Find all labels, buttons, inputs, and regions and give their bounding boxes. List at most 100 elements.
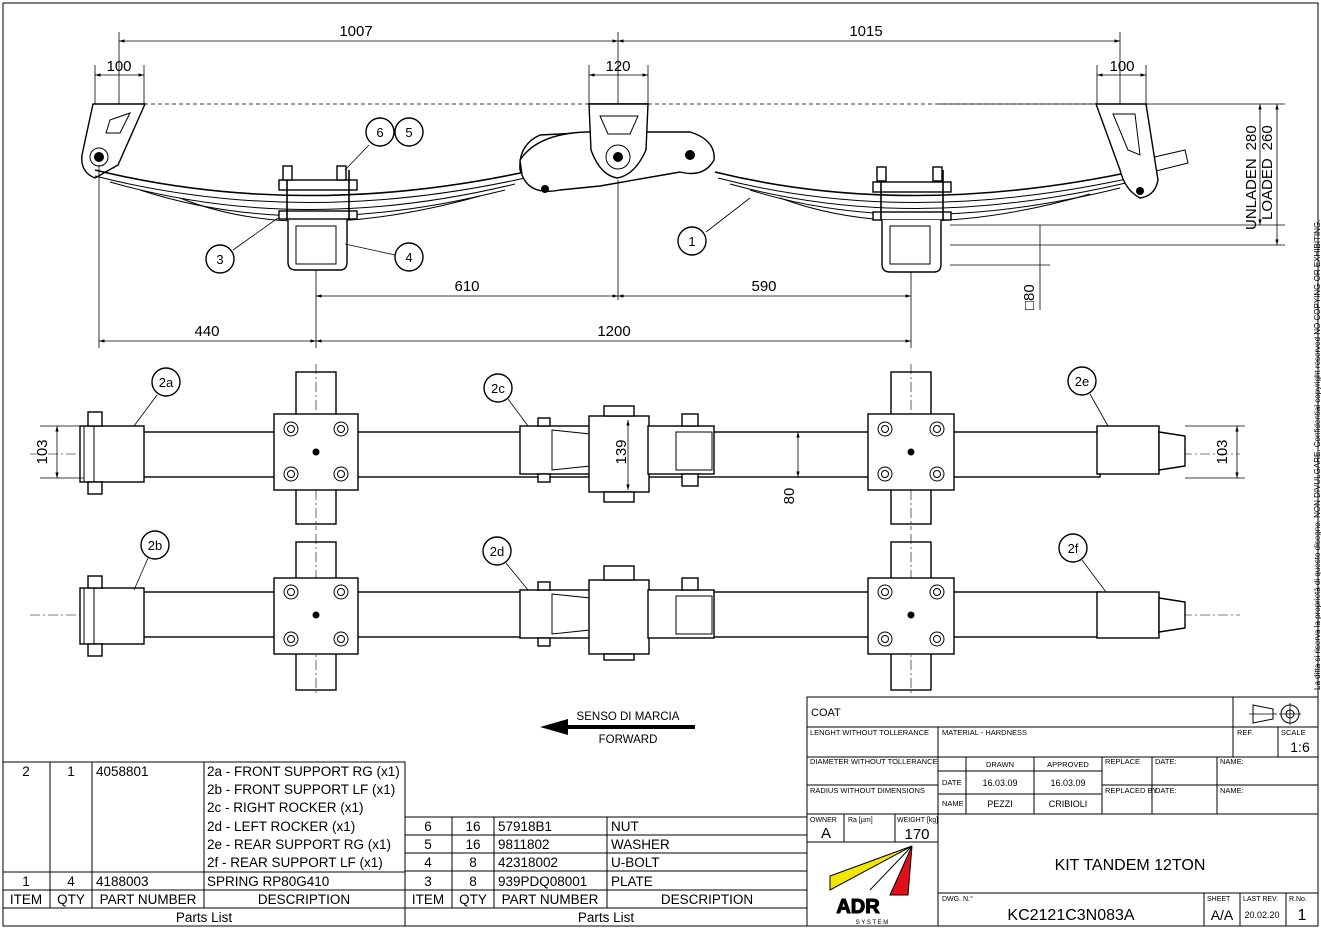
plan-view-left: 2b 2d 2f [30,530,1240,696]
part-2d: 2d - LEFT ROCKER (x1) [207,819,355,834]
balloon-2e: 2e [1067,366,1109,427]
svg-text:DESCRIPTION: DESCRIPTION [258,892,350,907]
svg-text:LAST REV.: LAST REV. [1243,896,1278,903]
svg-text:ITEM: ITEM [412,892,444,907]
svg-text:3: 3 [424,874,432,889]
svg-text:4058801: 4058801 [96,764,149,779]
projection-symbol [1249,703,1301,725]
approved-name: CRIBIOLI [1049,799,1088,809]
svg-text:S Y S T E M: S Y S T E M [856,920,889,926]
balloon-2c: 2c [483,373,529,427]
svg-text:NUT: NUT [611,819,639,834]
approved-date: 16.03.09 [1050,778,1085,788]
svg-text:REPLACED BY: REPLACED BY [1105,786,1158,795]
drawing-title: KIT TANDEM 12TON [1055,857,1206,874]
svg-text:DESCRIPTION: DESCRIPTION [661,892,753,907]
svg-text:DATE:: DATE: [1155,786,1177,795]
title-block: COAT LENGHT WITHOUT TOLLERANCE MATERIAL … [806,696,1319,927]
part-2c: 2c - RIGHT ROCKER (x1) [207,800,364,815]
svg-text:NAME:: NAME: [1220,786,1244,795]
svg-text:QTY: QTY [459,892,487,907]
rear-spring [714,169,1141,197]
part-2b: 2b - FRONT SUPPORT LF (x1) [207,782,395,797]
drawn-date: 16.03.09 [982,778,1017,788]
front-axle-section [287,220,348,271]
svg-text:DATE: DATE [942,778,961,787]
dim-103-front: 103 [34,439,51,464]
sheet-value: A/A [1211,907,1234,923]
svg-text:SHEET: SHEET [1207,896,1231,903]
dim-1200: 1200 [597,323,630,340]
svg-text:9811802: 9811802 [498,837,550,852]
svg-text:RADIUS WITHOUT DIMENSIONS: RADIUS WITHOUT DIMENSIONS [810,786,925,795]
direction-label-it: SENSO DI MARCIA [577,711,680,723]
drawn-name: PEZZI [987,799,1013,809]
svg-text:57918B1: 57918B1 [498,819,552,834]
dim-100-rear: 100 [1109,58,1134,75]
dim-440: 440 [194,323,219,340]
part-2a: 2a - FRONT SUPPORT RG (x1) [207,764,400,779]
dim-1007: 1007 [339,23,372,40]
svg-text:SCALE: SCALE [1281,728,1306,737]
parts-list-title-left: Parts List [176,910,233,925]
svg-text:16: 16 [465,819,480,834]
balloon-5: 5 [394,117,424,147]
svg-text:2c: 2c [491,381,505,396]
dim-590: 590 [751,278,776,295]
svg-text:APPROVED: APPROVED [1047,760,1089,769]
svg-text:PART NUMBER: PART NUMBER [502,892,599,907]
svg-text:3: 3 [216,252,223,267]
dim-1015: 1015 [849,23,882,40]
svg-text:1: 1 [67,764,75,779]
svg-text:2: 2 [22,764,30,779]
svg-text:REPLACE: REPLACE [1105,757,1140,766]
front-hanger [81,103,147,179]
svg-text:4: 4 [67,874,75,889]
last-rev-value: 20.02.20 [1244,910,1279,920]
svg-text:4: 4 [405,250,412,265]
parts-list-title-right: Parts List [578,910,635,925]
scale-value: 1:6 [1290,739,1310,755]
svg-text:LENGHT WITHOUT TOLLERANCE: LENGHT WITHOUT TOLLERANCE [810,728,929,737]
parts-list-left: 2 1 4058801 2a - FRONT SUPPORT RG (x1) 2… [2,761,406,927]
direction-arrow: SENSO DI MARCIA FORWARD [540,711,695,746]
balloon-3: 3 [205,217,279,274]
part-2f: 2f - REAR SUPPORT LF (x1) [207,855,383,870]
svg-text:5: 5 [424,837,432,852]
svg-text:DWG. N.°: DWG. N.° [942,895,973,903]
svg-text:8: 8 [469,855,477,870]
svg-text:6: 6 [376,125,383,140]
dim-100-front: 100 [106,58,131,75]
svg-text:DIAMETER WITHOUT TOLLERANCE: DIAMETER WITHOUT TOLLERANCE [810,757,938,766]
part-2e: 2e - REAR SUPPORT RG (x1) [207,837,391,852]
adr-logo: ADR S Y S T E M [829,845,913,926]
balloon-6: 6 [344,117,395,171]
svg-text:DATE:: DATE: [1155,757,1177,766]
svg-text:2f: 2f [1068,541,1079,556]
svg-text:42318002: 42318002 [498,855,558,870]
svg-text:6: 6 [424,819,432,834]
svg-text:REF.: REF. [1237,728,1253,737]
part-spring: SPRING RP80G410 [207,874,329,889]
front-spring [94,169,526,197]
rear-hanger [1095,103,1159,199]
balloon-2d: 2d [482,536,529,591]
balloon-2f: 2f [1058,533,1107,593]
svg-text:ADR: ADR [836,896,880,918]
balloon-2b: 2b [133,530,170,591]
side-elevation-view: 1007 1015 100 120 100 [81,23,1285,348]
direction-label-en: FORWARD [599,734,658,746]
svg-text:NAME: NAME [942,799,964,808]
unladen-label: UNLADEN280 [1243,125,1260,230]
svg-text:1: 1 [22,874,30,889]
svg-text:DRAWN: DRAWN [986,760,1014,769]
svg-text:MATERIAL - HARDNESS: MATERIAL - HARDNESS [942,728,1027,737]
svg-text:R.No.: R.No. [1289,896,1307,903]
dim-103-rear: 103 [1214,439,1231,464]
dim-square-80: □80 [1021,284,1038,310]
svg-text:PART NUMBER: PART NUMBER [100,892,197,907]
weight-value: 170 [904,826,929,843]
svg-text:4: 4 [424,855,432,870]
rev-value: 1 [1298,907,1307,924]
svg-text:16: 16 [465,837,480,852]
